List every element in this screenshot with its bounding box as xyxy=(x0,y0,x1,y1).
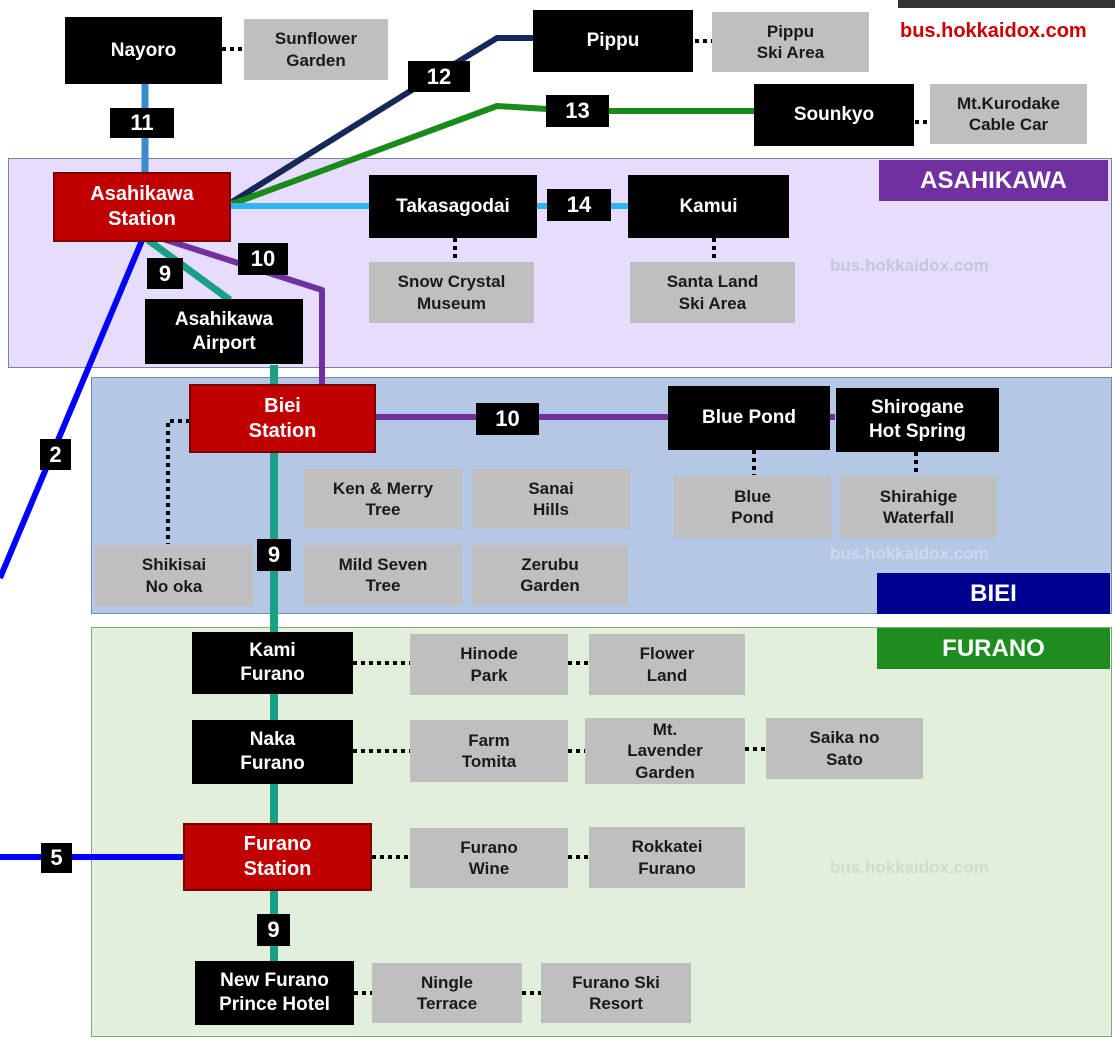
stop-asahikawa-station[interactable]: Asahikawa Station xyxy=(53,172,231,242)
attraction-pippu-ski-area[interactable]: Pippu Ski Area xyxy=(712,12,869,72)
attraction-ken-merry-tree[interactable]: Ken & Merry Tree xyxy=(304,469,462,529)
route-9-badge: 9 xyxy=(257,914,290,946)
route-2-badge: 2 xyxy=(40,439,71,470)
stop-blue-pond[interactable]: Blue Pond xyxy=(668,386,830,450)
attraction-flower-land[interactable]: Flower Land xyxy=(589,634,745,695)
stop-shirogane[interactable]: Shirogane Hot Spring xyxy=(836,388,999,452)
attraction-shikisai-no-oka[interactable]: Shikisai No oka xyxy=(95,545,253,606)
attraction-shirahige-waterfall[interactable]: Shirahige Waterfall xyxy=(840,476,997,538)
route-10-line xyxy=(159,235,325,385)
attraction-rokkatei-furano[interactable]: Rokkatei Furano xyxy=(589,827,745,888)
stop-asahikawa-airport[interactable]: Asahikawa Airport xyxy=(145,299,303,364)
attraction-zerubu-garden[interactable]: Zerubu Garden xyxy=(472,545,628,605)
attraction-hinode-park[interactable]: Hinode Park xyxy=(410,634,568,695)
route-10-badge: 10 xyxy=(238,243,288,275)
route-5-badge: 5 xyxy=(41,843,72,873)
stop-nayoro[interactable]: Nayoro xyxy=(65,17,222,84)
route-14-badge: 14 xyxy=(547,189,611,221)
attraction-mt-kurodake-cable-car[interactable]: Mt.Kurodake Cable Car xyxy=(930,84,1087,144)
attraction-santa-land-ski-area[interactable]: Santa Land Ski Area xyxy=(630,262,795,323)
asahikawa-region-label: ASAHIKAWA xyxy=(879,160,1108,201)
stop-sounkyo[interactable]: Sounkyo xyxy=(754,84,914,146)
attraction-snow-crystal-museum[interactable]: Snow Crystal Museum xyxy=(369,262,534,323)
watermark: bus.hokkaidox.com xyxy=(830,256,989,275)
stop-naka-furano[interactable]: Naka Furano xyxy=(192,720,353,784)
stop-kami-furano[interactable]: Kami Furano xyxy=(192,632,353,694)
attraction-mild-seven-tree[interactable]: Mild Seven Tree xyxy=(304,545,462,605)
route-13-line xyxy=(230,103,755,207)
route-9-line xyxy=(145,237,233,303)
route-9-badge: 9 xyxy=(147,258,183,289)
watermark: bus.hokkaidox.com xyxy=(830,858,989,877)
route-10-badge: 10 xyxy=(476,403,539,435)
attraction-sunflower-garden[interactable]: Sunflower Garden xyxy=(244,19,388,80)
attraction-ningle-terrace[interactable]: Ningle Terrace xyxy=(372,963,522,1023)
watermark: bus.hokkaidox.com xyxy=(830,544,989,563)
stop-pippu[interactable]: Pippu xyxy=(533,10,693,72)
attraction-sanai-hills[interactable]: Sanai Hills xyxy=(472,469,630,529)
stop-new-furano-prince-hotel[interactable]: New Furano Prince Hotel xyxy=(195,961,354,1025)
brand-bar xyxy=(898,0,1115,8)
furano-region-label: FURANO xyxy=(877,628,1110,669)
route-11-badge: 11 xyxy=(110,108,174,138)
attraction-furano-wine[interactable]: Furano Wine xyxy=(410,828,568,888)
attraction-furano-ski-resort[interactable]: Furano Ski Resort xyxy=(541,963,691,1023)
attraction-mt-lavender-garden[interactable]: Mt. Lavender Garden xyxy=(585,718,745,784)
stop-takasagodai[interactable]: Takasagodai xyxy=(369,175,537,238)
attraction-farm-tomita[interactable]: Farm Tomita xyxy=(410,720,568,782)
stop-furano-station[interactable]: Furano Station xyxy=(183,823,372,891)
attraction-blue-pond[interactable]: Blue Pond xyxy=(674,476,831,538)
route-13-badge: 13 xyxy=(546,95,609,127)
route-9-badge: 9 xyxy=(257,539,291,571)
connector xyxy=(166,419,190,544)
route-12-badge: 12 xyxy=(408,61,470,92)
brand-url[interactable]: bus.hokkaidox.com xyxy=(900,20,1087,42)
attraction-saika-no-sato[interactable]: Saika no Sato xyxy=(766,718,923,779)
stop-kamui[interactable]: Kamui xyxy=(628,175,789,238)
route-2-line xyxy=(0,236,146,580)
biei-region-label: BIEI xyxy=(877,573,1110,614)
stop-biei-station[interactable]: Biei Station xyxy=(189,384,376,453)
